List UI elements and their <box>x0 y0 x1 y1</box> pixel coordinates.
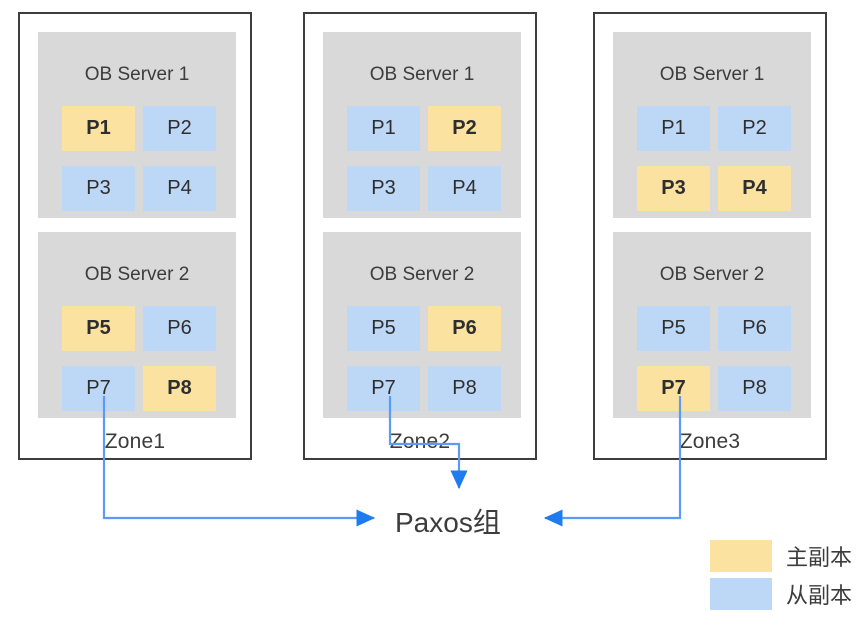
server-panel-zone2-server2: OB Server 2 P5 P6 P7 P8 <box>323 232 521 418</box>
paxos-group-label: Paxos组 <box>395 507 501 538</box>
server-title: OB Server 1 <box>659 64 765 85</box>
server-title: OB Server 2 <box>84 264 190 285</box>
partition-chip[interactable]: P6 <box>428 306 501 351</box>
partition-chip[interactable]: P1 <box>347 106 420 151</box>
partition-chip[interactable]: P6 <box>143 306 216 351</box>
partition-chip[interactable]: P3 <box>637 166 710 211</box>
partition-chip[interactable]: P4 <box>428 166 501 211</box>
partition-chip[interactable]: P3 <box>347 166 420 211</box>
zone-box-2: OB Server 1 P1 P2 P3 P4 OB Server 2 P5 P… <box>303 12 537 460</box>
partition-chip[interactable]: P7 <box>347 366 420 411</box>
server-title: OB Server 2 <box>369 264 475 285</box>
partition-chip[interactable]: P8 <box>428 366 501 411</box>
zone-box-3: OB Server 1 P1 P2 P3 P4 OB Server 2 P5 P… <box>593 12 827 460</box>
partition-chip[interactable]: P7 <box>62 366 135 411</box>
partition-chip[interactable]: P8 <box>718 366 791 411</box>
legend-label-primary: 主副本 <box>786 545 853 570</box>
legend-swatch-primary-icon <box>710 540 772 572</box>
partition-chip[interactable]: P6 <box>718 306 791 351</box>
partition-chip[interactable]: P3 <box>62 166 135 211</box>
server-panel-zone1-server1: OB Server 1 P1 P2 P3 P4 <box>38 32 236 218</box>
zone-label: Zone1 <box>104 430 166 453</box>
server-panel-zone1-server2: OB Server 2 P5 P6 P7 P8 <box>38 232 236 418</box>
legend-label-secondary: 从副本 <box>786 583 853 608</box>
partition-chip[interactable]: P4 <box>718 166 791 211</box>
partition-chip[interactable]: P4 <box>143 166 216 211</box>
server-panel-zone3-server1: OB Server 1 P1 P2 P3 P4 <box>613 32 811 218</box>
legend-item-secondary: 从副本 <box>710 578 852 610</box>
legend-swatch-secondary-icon <box>710 578 772 610</box>
server-panel-zone2-server1: OB Server 1 P1 P2 P3 P4 <box>323 32 521 218</box>
legend: 主副本 从副本 <box>710 540 860 610</box>
zone-box-1: OB Server 1 P1 P2 P3 P4 OB Server 2 P5 P… <box>18 12 252 460</box>
partition-chip[interactable]: P5 <box>637 306 710 351</box>
legend-item-primary: 主副本 <box>710 540 852 572</box>
partition-chip[interactable]: P5 <box>347 306 420 351</box>
partition-chip[interactable]: P1 <box>637 106 710 151</box>
partition-chip[interactable]: P5 <box>62 306 135 351</box>
server-title: OB Server 1 <box>84 64 190 85</box>
server-panel-zone3-server2: OB Server 2 P5 P6 P7 P8 <box>613 232 811 418</box>
zone-label: Zone3 <box>679 430 741 453</box>
partition-chip[interactable]: P2 <box>718 106 791 151</box>
partition-chip[interactable]: P2 <box>428 106 501 151</box>
server-title: OB Server 2 <box>659 264 765 285</box>
partition-chip[interactable]: P8 <box>143 366 216 411</box>
partition-chip[interactable]: P2 <box>143 106 216 151</box>
partition-chip[interactable]: P7 <box>637 366 710 411</box>
partition-chip[interactable]: P1 <box>62 106 135 151</box>
server-title: OB Server 1 <box>369 64 475 85</box>
zone-label: Zone2 <box>389 430 451 453</box>
